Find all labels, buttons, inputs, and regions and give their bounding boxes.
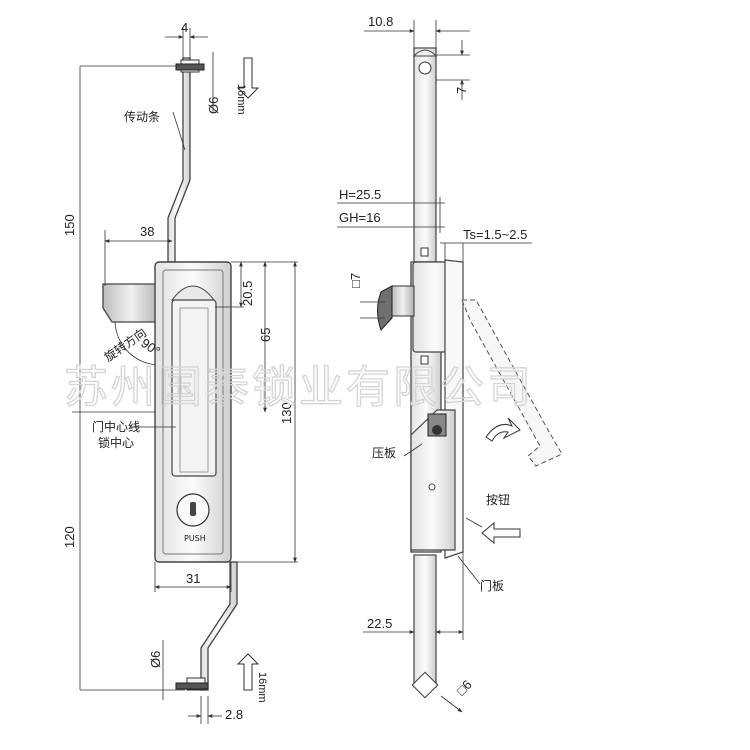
side-knob [377,285,393,331]
dim-top-travel: 16mm [235,84,247,115]
handle-groove [179,307,209,473]
rod-bottom-pin [175,682,209,690]
dim-handle-mid: 65 [258,328,273,342]
label-drive-rod: 传动条 [124,109,160,124]
dim-side-top-width: 10.8 [368,14,393,29]
rotation-arc [114,321,161,367]
drive-rod-top [167,57,191,263]
handle-body [171,299,217,477]
push-arrow-icon [481,521,521,545]
side-rod-upper [413,47,437,263]
dim-gh: GH=16 [339,210,381,225]
label-press-plate: 压板 [372,446,396,460]
label-lock-centerline: 锁中心 [98,435,134,450]
dim-bottom-square: □6 [454,677,475,698]
front-view: PUSH 4 16 [62,20,298,724]
rod-top-pin [175,63,205,71]
side-square-marker-1 [420,247,429,257]
dim-square: □7 [348,273,363,288]
handle-open-position [461,299,563,467]
side-clip-bolt [432,425,442,435]
lock-cam [102,283,161,323]
side-knob-shaft [391,285,415,317]
dim-handle-top: 20.5 [240,281,255,306]
press-plate-screw [428,483,436,491]
dim-body-width: 31 [186,571,200,586]
dim-ts: Ts=1.5~2.5 [463,227,527,242]
side-rod-top-hole [418,61,432,75]
push-text: PUSH [184,534,206,543]
key-slot [190,502,196,516]
drive-rod-bottom [200,561,238,691]
dim-h: H=25.5 [339,187,381,202]
side-rod-bottom-square [411,671,439,699]
rotation-arrow-icon [485,417,521,442]
dim-top-width: 4 [181,20,188,35]
dim-bar-length-top: 150 [62,214,77,236]
side-view: 10.8 7 H=25.5 GH=16 Ts=1.5~2.5 □7 压板 按钮 … [337,14,563,713]
dim-total-height: 130 [279,402,294,424]
side-rod-lower [413,554,437,688]
dim-side-top-hole: 7 [454,87,469,94]
housing-bevel [162,269,224,555]
dim-bottom-width: 2.8 [225,707,243,722]
watermark: 苏州国泰锁业有限公司 [64,362,534,413]
label-door-centerline: 门中心线 [92,419,140,434]
dim-top-dia: Ø6 [206,97,221,114]
dim-bottom-travel: 16mm [256,672,268,703]
travel-arrow-down-icon [236,57,260,99]
label-door-panel: 门板 [480,578,504,593]
dim-bar-length-bottom: 120 [62,526,77,548]
side-rod-top-end [412,49,438,57]
dim-bottom-offset: 22.5 [367,616,392,631]
label-button: 按钮 [486,492,510,507]
dim-offset: 38 [140,224,154,239]
dim-bottom-dia: Ø6 [148,651,163,668]
side-square-marker-2 [420,355,429,365]
travel-arrow-up-icon [236,653,260,691]
